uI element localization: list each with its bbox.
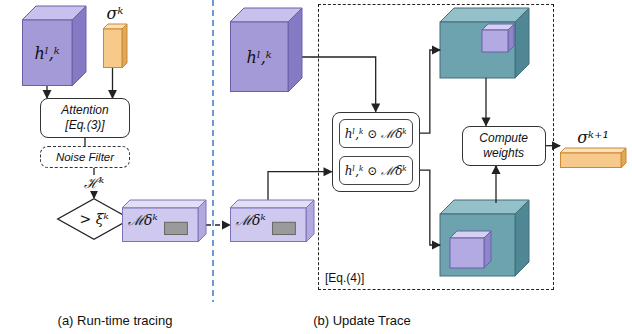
panel-caption: (a) Run-time tracing (5, 313, 225, 328)
feature-cube: hˡ,ᵏ (22, 6, 86, 86)
node-label: hˡ,ᵏ ⊙ ℳδᵏ (339, 119, 413, 148)
mask-region (273, 222, 296, 234)
node-label: hˡ,ᵏ (22, 20, 72, 86)
node-label: [Eq.(4)] (325, 271, 364, 285)
inner-cube-side (484, 231, 491, 268)
optional-process-box: Noise Filter (40, 146, 130, 168)
cube-side-face (515, 8, 529, 78)
cube-side-face (515, 200, 529, 276)
connector (46, 86, 47, 98)
cube-front-face (440, 214, 515, 276)
node-label: ℳδᵏ (128, 210, 158, 229)
node-label: > ξᵏ (57, 198, 131, 240)
panel-caption: (b) Update Trace (252, 313, 472, 328)
mask-slab: ℳδᵏ (122, 200, 206, 242)
process-box: Compute weights (462, 126, 546, 166)
mask-slab: ℳδᵏ (230, 200, 314, 242)
connectors (47, 57, 560, 225)
masked-feature-cube-top (440, 8, 529, 78)
shape-outline (560, 148, 626, 168)
node-label: ℳδᵏ (236, 210, 266, 229)
flow-arrow (420, 50, 440, 133)
feature-cube: hˡ,ᵏ (230, 8, 302, 92)
node-label: hˡ,ᵏ (230, 22, 288, 92)
edge-label: ℋᵏ (82, 175, 106, 191)
box-front-face (104, 29, 123, 68)
inner-cube-side (508, 24, 514, 52)
weight-vector: σᵏ (98, 4, 132, 68)
flow-arrow (495, 166, 496, 203)
box-top-face (230, 200, 314, 208)
flow-arrow (420, 170, 440, 245)
connector (84, 138, 85, 146)
shape-outline (103, 24, 127, 68)
node-label: σᵏ (107, 4, 124, 24)
node-label: Attention [Eq.(3)] (53, 103, 117, 133)
connector (112, 68, 113, 98)
cube-front-face (440, 22, 515, 78)
masking-box: hˡ,ᵏ ⊙ ℳδᵏ hˡ,ᵏ ⊙ ℳ̄δᵏ (332, 112, 420, 192)
box-side-face (288, 8, 302, 92)
inner-cube-front (450, 238, 484, 268)
connector (546, 145, 560, 146)
node-label: Noise Filter (56, 151, 114, 163)
box-side-face (621, 148, 626, 168)
node-label: σᵏ⁺¹ (577, 128, 609, 148)
mask-region (165, 222, 188, 234)
cube-top-face (440, 8, 529, 22)
box-front-face (231, 208, 307, 242)
connector (206, 224, 230, 225)
inner-cube-front (482, 30, 508, 52)
flow-arrow (485, 78, 486, 126)
box-side-face (198, 200, 206, 242)
node-label: Compute weights (472, 131, 536, 161)
cube-top-face (440, 200, 529, 214)
weight-vector: σᵏ⁺¹ (560, 128, 626, 168)
masked-feature-cube-bottom (440, 200, 529, 276)
process-box: Attention [Eq.(3)] (40, 98, 130, 138)
equation-frame: [Eq.(4)] hˡ,ᵏ ⊙ ℳδᵏ hˡ,ᵏ ⊙ ℳ̄δᵏ Compute wei… (318, 4, 554, 290)
box-front-face (23, 20, 73, 86)
box-front-face (123, 208, 199, 242)
box-side-face (72, 6, 86, 86)
box-front-face (231, 22, 289, 92)
box-top-face (122, 200, 206, 208)
box-side-face (306, 200, 314, 242)
box-front-face (561, 153, 622, 168)
node-label: hˡ,ᵏ ⊙ ℳ̄δᵏ (339, 156, 413, 185)
connector (302, 57, 376, 112)
connector (268, 172, 332, 200)
decision-outline (58, 199, 131, 240)
box-side-face (122, 24, 127, 68)
decision-diamond: > ξᵏ (57, 198, 131, 240)
panel-divider (212, 0, 214, 302)
box-top-face (560, 148, 626, 153)
